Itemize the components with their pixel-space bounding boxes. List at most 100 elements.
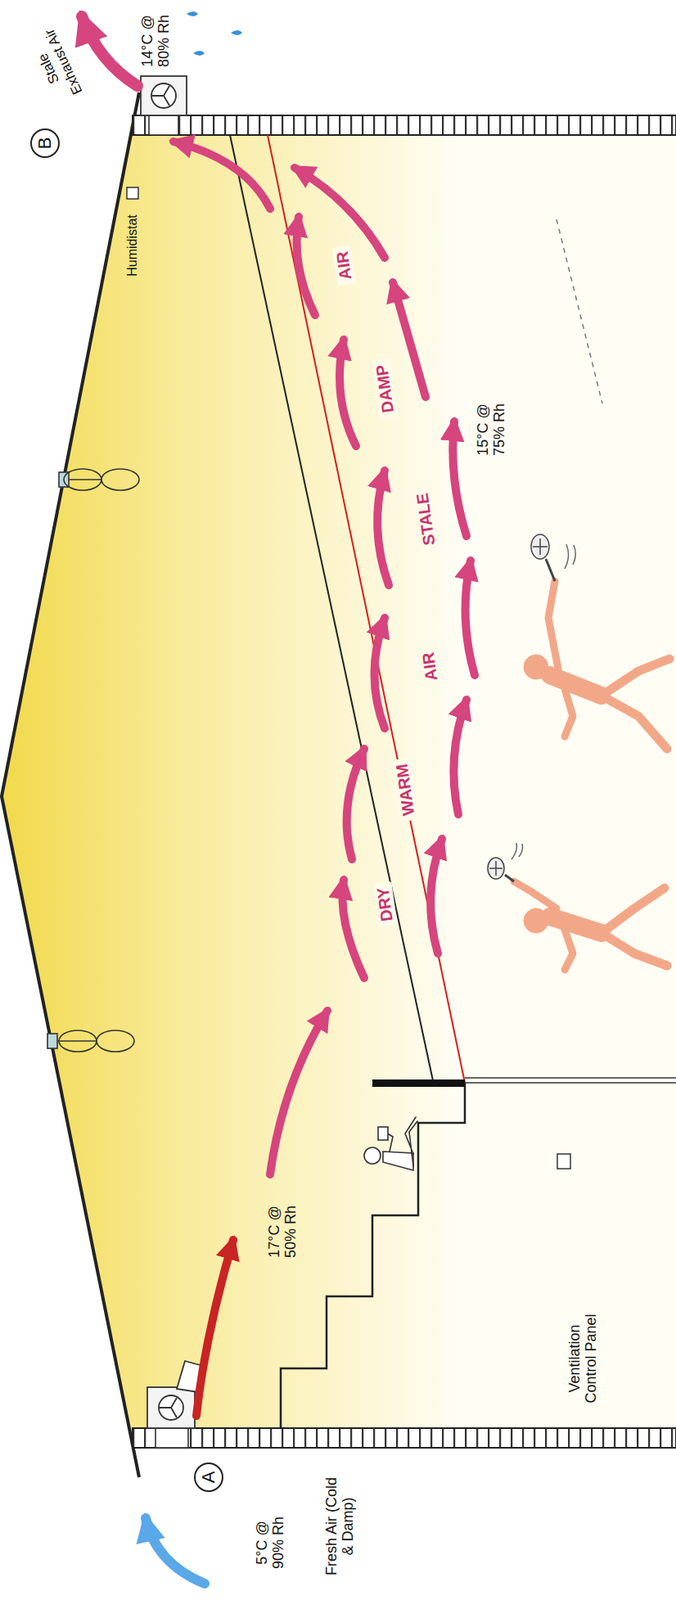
air-flow-arrow: [453, 699, 467, 815]
ceiling-fan: [57, 1040, 97, 1042]
racket: [489, 860, 503, 876]
wall: [132, 1428, 676, 1448]
callout-letter: B: [34, 137, 56, 150]
air-flow-arrow: [196, 1239, 234, 1416]
wall: [155, 1428, 189, 1448]
badminton-player: [601, 887, 667, 966]
ceiling-fan: [101, 468, 140, 491]
air-flow-arrow: [430, 838, 442, 954]
spectator-stand: [557, 1153, 571, 1169]
temperature-label: 5°C @ 90% Rh: [253, 1515, 288, 1570]
badminton-player: [513, 581, 670, 970]
ceiling-fan: [58, 1030, 97, 1052]
air-flow-arrow: [342, 879, 365, 978]
spectator-stand: [280, 1077, 676, 1429]
supply-fan: [158, 1395, 184, 1420]
insulation-line: [267, 135, 465, 1083]
seated-spectator: [378, 1126, 388, 1141]
air-flow-arrow: [173, 141, 475, 1175]
air-flow-arrow: [465, 560, 475, 676]
exhaust-fan: [140, 76, 187, 116]
hall-interior: [3, 115, 676, 1448]
ceiling-fan: [47, 468, 140, 1052]
court-line: [556, 219, 603, 404]
seated-spectator: [364, 1117, 418, 1171]
flow-word: WARM: [391, 757, 419, 822]
racket: [545, 558, 555, 582]
humidistat-box: [126, 187, 139, 199]
ceiling-fan: [47, 1033, 58, 1049]
air-flow-arrow: [452, 421, 467, 537]
flow-word: DRY: [372, 881, 397, 929]
humidistat-label: Humidistat: [125, 214, 140, 278]
flow-word: AIR: [331, 245, 356, 287]
roof: [1, 92, 140, 1478]
insulation-line: [229, 135, 465, 1085]
air-flow-arrow: [392, 282, 426, 397]
wall: [132, 115, 676, 1448]
air-flow-arrow: [339, 339, 357, 447]
temperature-label: 15°C @ 75% Rh: [474, 402, 509, 457]
air-flow-arrow: [377, 470, 389, 586]
air-label: Fresh Air (Cold & Damp): [323, 1477, 357, 1577]
racket: [531, 534, 550, 559]
callout-letter: A: [198, 1471, 220, 1484]
racket: [504, 874, 514, 882]
water-droplet: [186, 11, 243, 56]
court-line: [556, 219, 603, 404]
temperature-label: 14°C @ 80% Rh: [139, 13, 173, 68]
air-flow-arrow: [347, 748, 365, 860]
flow-word: DAMP: [371, 358, 399, 420]
ceiling-fan: [68, 478, 102, 481]
callout-circle: A: [193, 1462, 224, 1492]
racket: [487, 857, 505, 879]
badminton-player: [549, 675, 602, 696]
exhaust-fan: [140, 76, 187, 116]
spectator-stand: [280, 1082, 465, 1429]
water-droplet: [186, 11, 199, 17]
humidistat-box: [126, 187, 139, 199]
flow-word: AIR: [417, 646, 442, 688]
seated-spectator: [364, 1147, 381, 1164]
air-flow-arrow: [297, 216, 316, 316]
badminton-player: [513, 881, 557, 909]
spectator-stand: [372, 1079, 465, 1087]
spectator-stand: [464, 1077, 676, 1079]
insulation-line: [229, 135, 434, 1085]
exhaust-fan: [152, 85, 170, 106]
seated-spectator: [383, 1151, 414, 1171]
air-flow-arrow: [294, 167, 385, 258]
roof: [1, 92, 140, 1478]
water-droplet: [230, 30, 243, 36]
badminton-player: [549, 916, 602, 933]
racket: [511, 544, 576, 860]
air-flow-arrow: [145, 1518, 205, 1584]
seated-spectator: [405, 1117, 418, 1167]
hall-interior: [3, 115, 676, 1448]
badminton-player: [563, 683, 573, 737]
air-flow-arrow: [81, 16, 138, 86]
spectator-stand: [464, 1081, 676, 1084]
ceiling-fan: [96, 1030, 135, 1052]
callout-circle: B: [30, 128, 60, 158]
badminton-player: [563, 924, 573, 970]
air-flow-arrow: [173, 141, 271, 209]
panel-label: Ventilation Control Panel: [566, 1313, 600, 1405]
exhaust-label: Stale Exhaust Air: [26, 26, 86, 104]
water-droplet: [193, 50, 205, 56]
air-flow-arrow: [81, 16, 475, 1584]
badminton-player: [548, 581, 559, 669]
temperature-label: 17°C @ 50% Rh: [265, 1204, 300, 1259]
wall: [132, 115, 676, 136]
exhaust-fan: [151, 83, 176, 109]
flow-word: STALE: [411, 486, 439, 552]
racket: [487, 534, 576, 882]
racket: [532, 538, 548, 555]
badminton-player: [601, 658, 670, 749]
ceiling-fan: [63, 468, 102, 491]
supply-fan: [147, 1387, 195, 1429]
supply-fan: [159, 1397, 177, 1418]
air-flow-arrow: [270, 1010, 328, 1175]
